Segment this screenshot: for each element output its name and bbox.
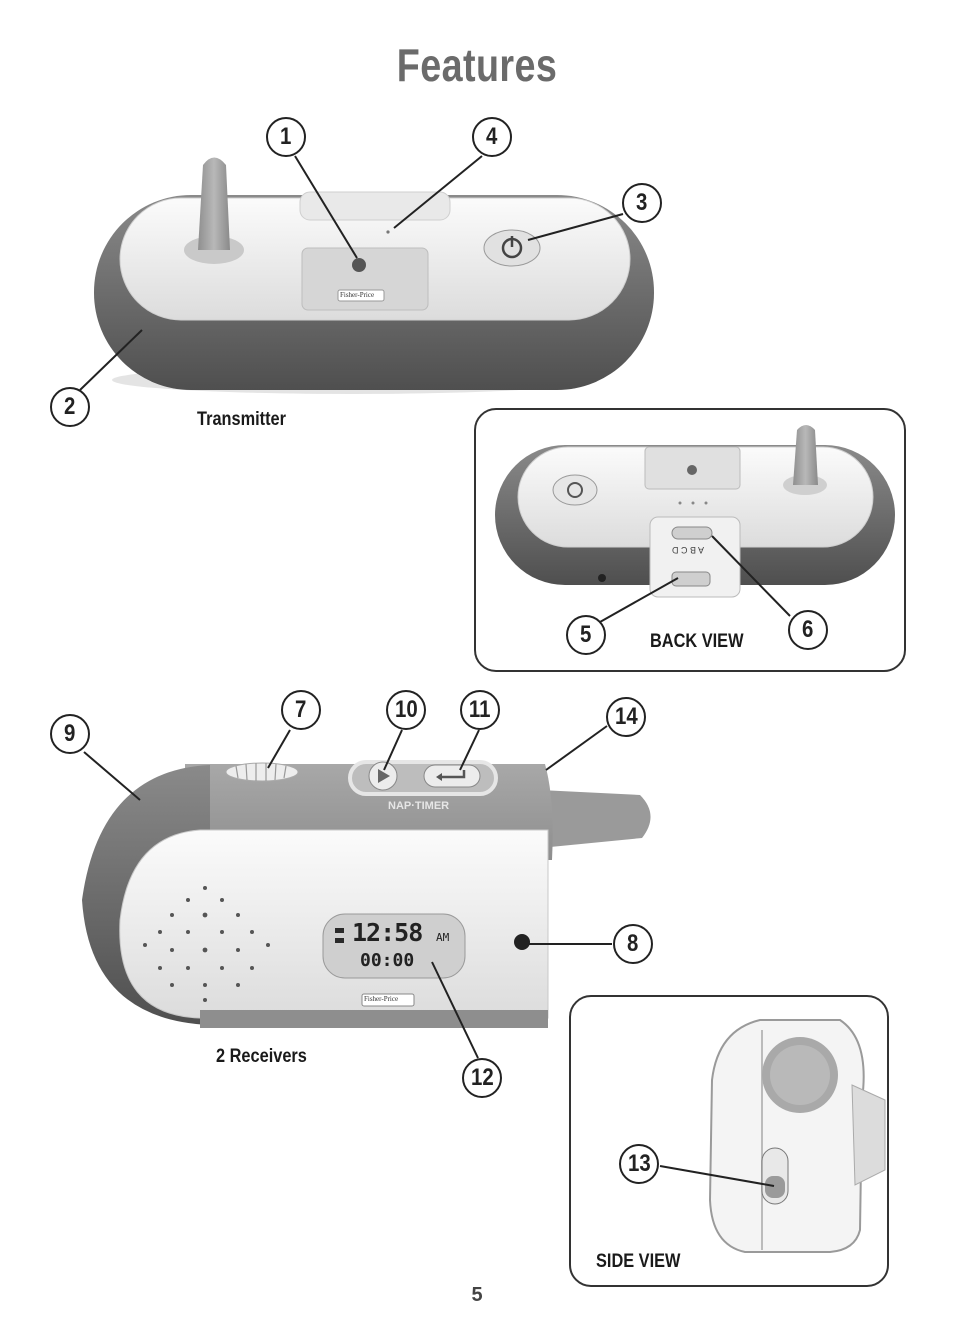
callout-1: 1 xyxy=(266,117,306,157)
callout-3: 3 xyxy=(622,183,662,223)
callout-2: 2 xyxy=(50,387,90,427)
nightlight-icon xyxy=(352,258,366,272)
back-view-caption: BACK VIEW xyxy=(650,631,744,652)
callout-7: 7 xyxy=(281,690,321,730)
callout-14: 14 xyxy=(606,697,646,737)
brand-label-transmitter: Fisher-Price xyxy=(340,291,375,299)
lcd-time: 12:58 xyxy=(352,918,423,947)
repeat-icon xyxy=(440,770,466,779)
play-icon xyxy=(378,769,390,783)
callout-8: 8 xyxy=(613,924,653,964)
speaker-grille xyxy=(143,886,270,1002)
callout-6: 6 xyxy=(788,610,828,650)
side-view-illustration xyxy=(708,1019,886,1253)
callout-4: 4 xyxy=(472,117,512,157)
callout-12: 12 xyxy=(462,1058,502,1098)
side-view-box xyxy=(569,995,889,1287)
brand-label-receiver: Fisher-Price xyxy=(364,995,399,1003)
page-title: Features xyxy=(396,39,558,91)
lcd-ampm: AM xyxy=(436,931,450,944)
side-view-caption: SIDE VIEW xyxy=(596,1251,681,1272)
receivers-caption: 2 Receivers xyxy=(216,1046,307,1067)
receiver-illustration xyxy=(82,760,651,1028)
back-view-box xyxy=(474,408,906,672)
back-view-illustration xyxy=(495,425,895,598)
callout-13: 13 xyxy=(619,1144,659,1184)
page-number: 5 xyxy=(471,1284,483,1306)
callout-11: 11 xyxy=(460,690,500,730)
callout-5: 5 xyxy=(566,615,606,655)
leader-lines xyxy=(79,155,791,1187)
callout-9: 9 xyxy=(50,714,90,754)
nap-timer-label: NAP·TIMER xyxy=(388,800,450,812)
lcd-timer: 00:00 xyxy=(360,950,415,971)
transmitter-illustration xyxy=(94,157,654,394)
transmitter-caption: Transmitter xyxy=(197,409,286,430)
callout-10: 10 xyxy=(386,690,426,730)
